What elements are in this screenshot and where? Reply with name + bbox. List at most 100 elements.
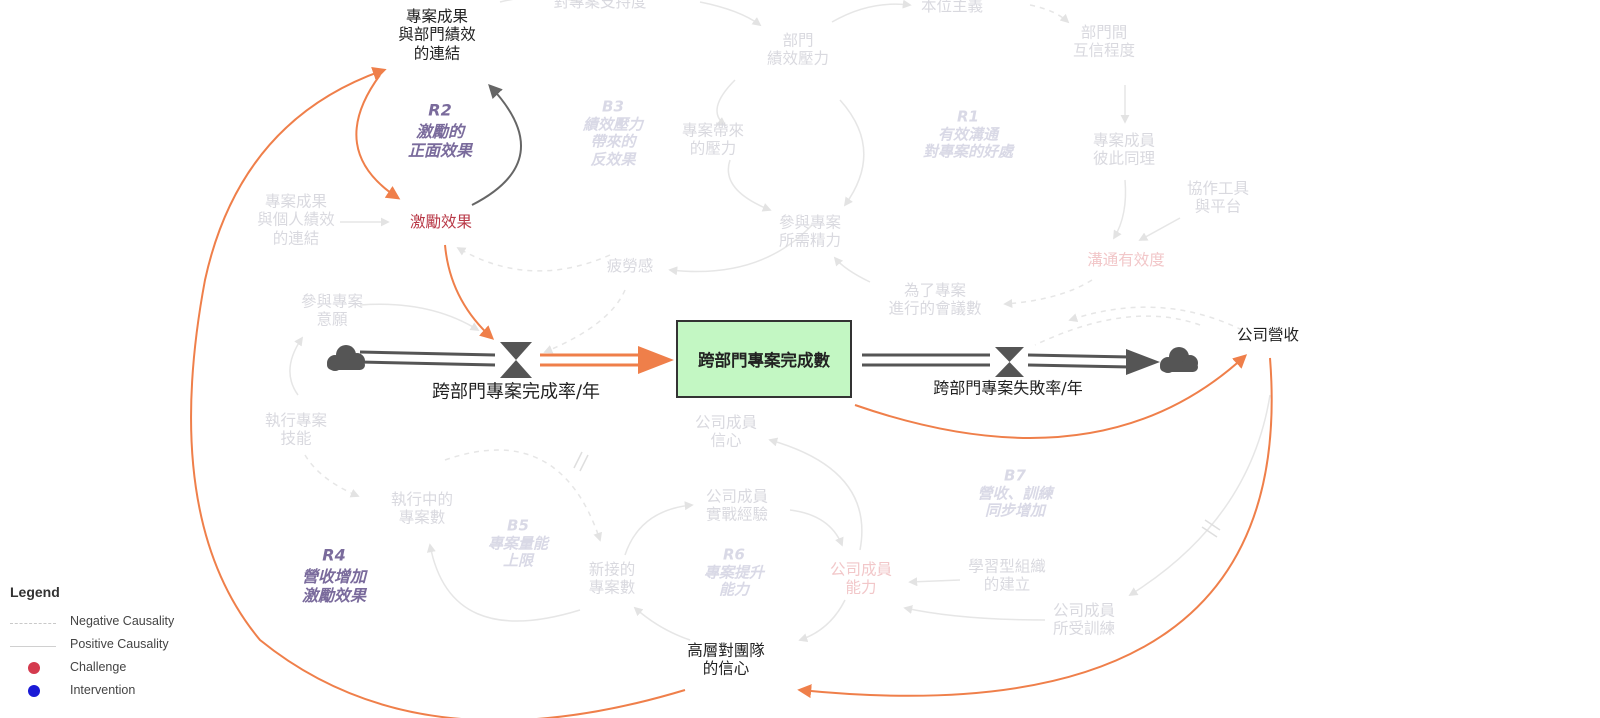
delay-mark [573, 451, 583, 469]
outflow-valve-icon [995, 347, 1024, 377]
faded-link [831, 0, 912, 23]
faded-link [903, 605, 1046, 621]
faded-variable-member-training: 公司成員 所受訓練 [1052, 601, 1116, 638]
legend-positive-label: Positive Causality [70, 637, 169, 651]
link-perf-link-to-incentive [355, 74, 401, 200]
faded-link [304, 454, 360, 498]
legend-negative: Negative Causality [10, 614, 210, 632]
challenge-dot-icon [28, 662, 40, 674]
faded-link [359, 303, 480, 331]
faded-link [768, 437, 863, 551]
faded-variable-meetings: 為了專案 進行的會議數 [888, 281, 982, 318]
faded-link [1029, 4, 1070, 24]
faded-link [1068, 306, 1243, 331]
faded-link [289, 336, 304, 396]
faded-link [716, 79, 736, 127]
faded-variable-project-stress: 專案帶來 的壓力 [681, 121, 745, 158]
inflow-pipe [359, 346, 674, 374]
faded-variable-fatigue: 疲勞感 [606, 256, 654, 275]
faded-variable-collab-tools: 協作工具 與平台 [1186, 179, 1250, 216]
faded-loop-r6: R6 專案提升 能力 [703, 545, 765, 599]
faded-variable-learning-org: 學習型組織 的建立 [968, 557, 1046, 594]
faded-variable-comm-effectiveness: 溝通有效度 [1087, 250, 1165, 269]
link-revenue-to-exec-confidence [797, 357, 1273, 699]
variable-revenue: 公司營收 [1236, 325, 1300, 344]
outflow-arrowhead [1126, 349, 1160, 375]
loop-r4-id: R4 [322, 545, 346, 565]
legend-intervention-label: Intervention [70, 683, 136, 697]
link-exec-confidence-to-perf-link [190, 67, 686, 718]
loop-r2-id: R2 [428, 100, 452, 120]
legend-positive: Positive Causality [10, 637, 210, 655]
faded-variable-new-projects: 新接的 專案數 [588, 560, 636, 597]
variable-failure-rate: 跨部門專案失敗率/年 [933, 378, 1083, 398]
sink-cloud-icon [1160, 347, 1198, 373]
legend-dashed-line [10, 623, 56, 624]
inflow-valve-icon [500, 342, 532, 378]
faded-loop-b5: B5 專案量能 上限 [487, 516, 549, 570]
faded-variable-ongoing-projects: 執行中的 專案數 [390, 490, 454, 527]
inflow-arrowhead [638, 346, 674, 374]
faded-link [699, 1, 762, 27]
faded-variable-effort-needed: 參與專案 所需精力 [778, 213, 842, 250]
delay-marks [573, 451, 1221, 538]
stock-box: 跨部門專案完成數 [676, 320, 852, 398]
faded-link [456, 247, 611, 272]
legend-intervention: Intervention [10, 683, 210, 701]
legend-challenge: Challenge [10, 660, 210, 678]
faded-variable-personal-perf-link: 專案成果 與個人績效 的連結 [257, 192, 335, 248]
delay-mark [1201, 526, 1218, 538]
outflow-pipe [862, 349, 1160, 375]
faded-link [1003, 279, 1093, 308]
link-incentive-to-completion-rate [444, 244, 495, 340]
faded-link [1138, 217, 1181, 241]
faded-link [1128, 394, 1271, 596]
faded-link [1113, 179, 1127, 240]
faded-variable-member-ability: 公司成員 能力 [829, 560, 893, 597]
faded-variable-self-interest: 本位主義 [920, 0, 984, 15]
faded-link [798, 599, 846, 642]
faded-link [668, 224, 813, 276]
delay-mark [1204, 519, 1221, 531]
faded-variable-support: 對專案支持度 [553, 0, 647, 11]
faded-link [727, 159, 772, 212]
faded-variable-practical-exp: 公司成員 實戰經驗 [705, 487, 769, 524]
faded-loop-r1: R1 有效溝通 對專案的好處 [922, 107, 1014, 161]
faded-links [289, 0, 1271, 642]
legend-negative-label: Negative Causality [70, 614, 175, 628]
faded-link [833, 256, 871, 283]
loop-r4-text: 營收增加 激勵效果 [301, 567, 367, 605]
faded-variable-member-confidence: 公司成員 信心 [694, 413, 758, 450]
faded-variable-willingness: 參與專案 意願 [300, 292, 364, 329]
legend-challenge-label: Challenge [70, 660, 127, 674]
delay-mark [579, 454, 589, 472]
legend-title: Legend [10, 584, 60, 600]
faded-variable-dept-pressure: 部門 績效壓力 [766, 31, 830, 68]
legend-solid-line [10, 646, 56, 647]
loop-r2-text: 激勵的 正面效果 [407, 122, 473, 160]
legend: Legend Negative Causality Positive Causa… [10, 584, 210, 704]
faded-loop-b3: B3 績效壓力 帶來的 反效果 [582, 97, 644, 169]
faded-loop-b7: B7 營收、訓練 同步增加 [977, 466, 1053, 520]
source-cloud-icon [327, 345, 365, 371]
faded-link [499, 0, 581, 3]
stock-label: 跨部門專案完成數 [698, 351, 830, 370]
faded-link [839, 99, 865, 207]
faded-link [633, 606, 691, 641]
variable-project-perf-link: 專案成果 與部門績效 的連結 [398, 7, 476, 63]
link-incentive-to-perf-link [471, 83, 522, 206]
variable-completion-rate: 跨部門專案完成率/年 [431, 381, 601, 403]
faded-variable-dept-trust: 部門間 互信程度 [1072, 23, 1136, 60]
faded-link [624, 501, 694, 556]
variable-incentive-effect: 激勵效果 [409, 212, 473, 231]
faded-link [426, 543, 581, 622]
faded-link [789, 509, 844, 547]
faded-link [543, 289, 626, 354]
faded-link [1034, 315, 1201, 346]
faded-link [908, 577, 961, 587]
faded-variable-exec-skill: 執行專案 技能 [264, 411, 328, 448]
link-stock-to-revenue [854, 354, 1248, 439]
intervention-dot-icon [28, 685, 40, 697]
